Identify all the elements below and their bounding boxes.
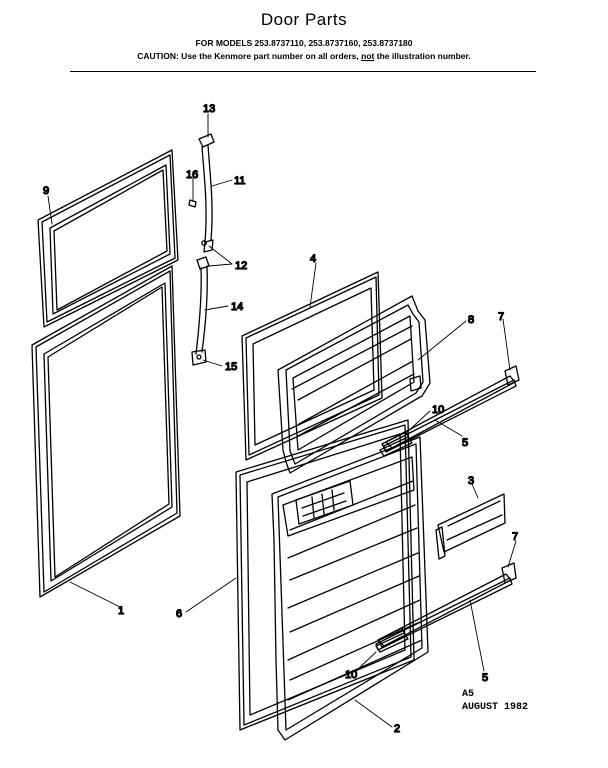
callout-13: 13 bbox=[203, 103, 215, 115]
callout-16: 16 bbox=[186, 169, 198, 181]
callout-4: 4 bbox=[310, 253, 316, 265]
bin-part-3 bbox=[435, 493, 506, 560]
models-line: FOR MODELS 253.8737110, 253.8737160, 253… bbox=[195, 38, 413, 48]
freezer-gasket-part-9 bbox=[37, 149, 179, 328]
caution-prefix: CAUTION: Use the Kenmore part number on … bbox=[137, 51, 359, 61]
callout-2: 2 bbox=[394, 723, 400, 735]
header-rule bbox=[70, 71, 536, 72]
callout-12: 12 bbox=[235, 260, 247, 272]
callout-5-upper: 5 bbox=[462, 437, 468, 449]
callout-15: 15 bbox=[225, 361, 237, 373]
footer-code: A5 bbox=[462, 689, 475, 700]
callout-5-lower: 5 bbox=[482, 672, 488, 684]
callout-7-upper: 7 bbox=[498, 311, 504, 323]
caution-line: CAUTION: Use the Kenmore part number on … bbox=[0, 51, 608, 61]
caution-not: not bbox=[361, 51, 375, 61]
freezer-door-liner-part-8 bbox=[277, 295, 431, 474]
footer-date: AUGUST 1982 bbox=[462, 702, 529, 713]
callout-11: 11 bbox=[234, 175, 245, 187]
lower-retainer-part-10 bbox=[375, 627, 409, 653]
callout-14: 14 bbox=[231, 301, 243, 313]
footer: A5 AUGUST 1982 bbox=[462, 688, 528, 714]
fresh-food-gasket-part-1 bbox=[31, 265, 181, 598]
upper-hinge-part-11 bbox=[188, 133, 215, 253]
freezer-liner-gasket-part-4 bbox=[241, 271, 383, 461]
upper-retainer-part-10 bbox=[379, 431, 413, 457]
callout-8: 8 bbox=[468, 314, 474, 326]
callout-7-lower: 7 bbox=[512, 531, 518, 543]
callout-10-upper: 10 bbox=[432, 404, 444, 416]
page-title: Door Parts bbox=[260, 10, 348, 29]
callout-10-lower: 10 bbox=[345, 669, 357, 681]
leader-lines bbox=[47, 113, 517, 728]
lower-hinge-part-14 bbox=[191, 256, 210, 366]
caution-suffix: the illustration number. bbox=[376, 51, 471, 61]
fresh-food-door-liner-part-2 bbox=[271, 436, 429, 741]
callout-6: 6 bbox=[176, 608, 182, 620]
callout-1: 1 bbox=[118, 605, 124, 617]
callout-9: 9 bbox=[43, 185, 49, 197]
callout-3: 3 bbox=[468, 475, 474, 487]
